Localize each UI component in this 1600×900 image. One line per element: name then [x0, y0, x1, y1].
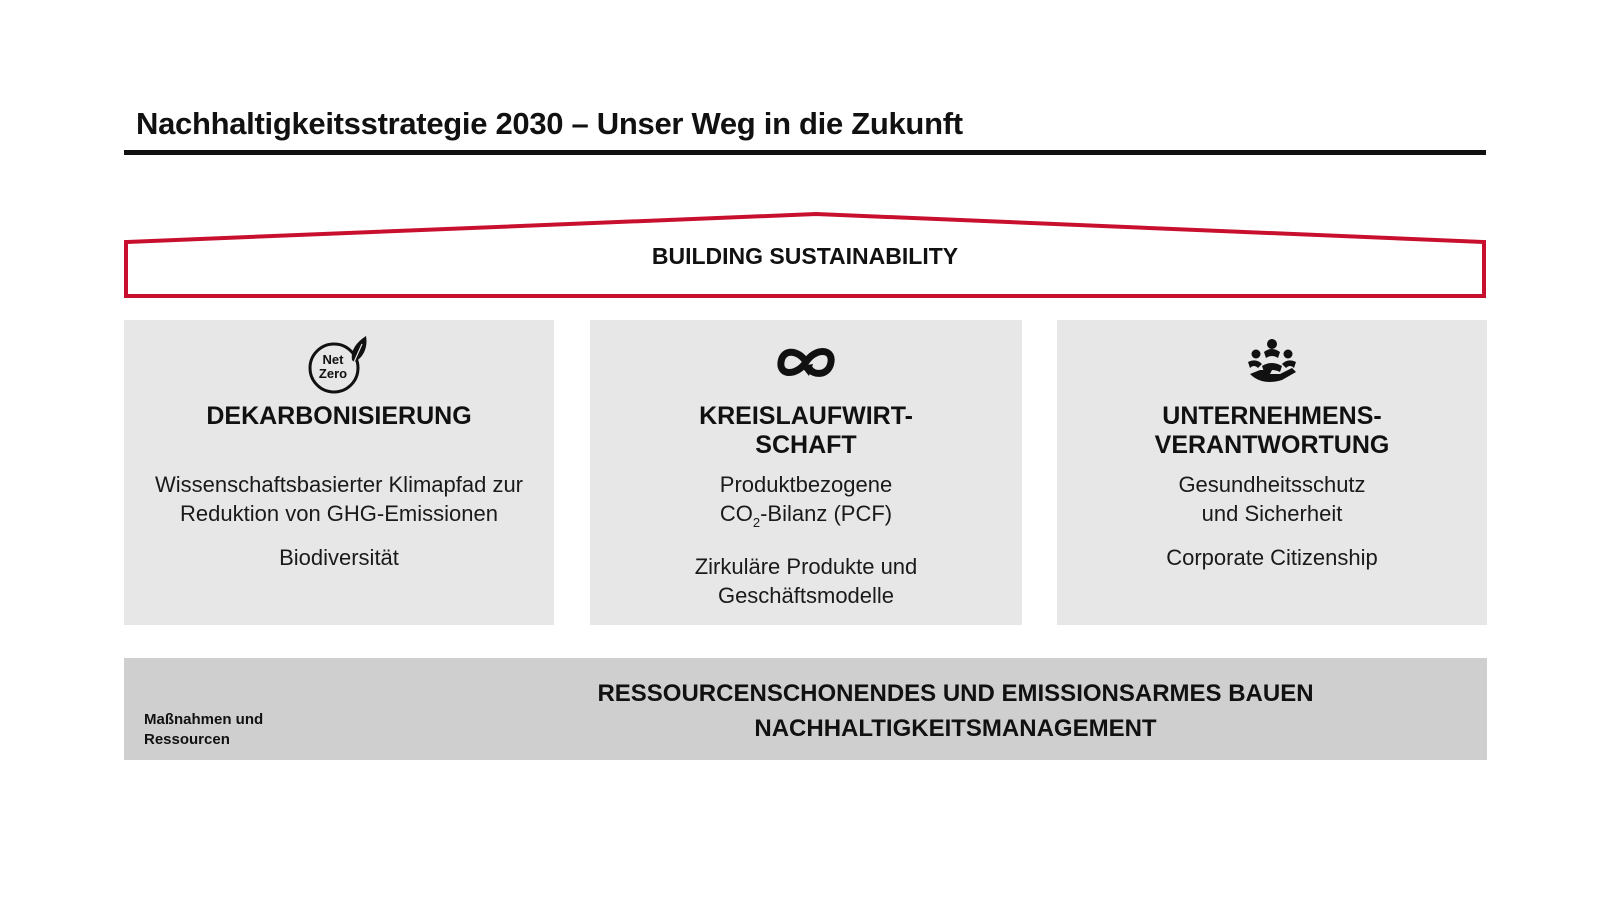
page-title: Nachhaltigkeitsstrategie 2030 – Unser We…: [136, 106, 963, 141]
pcf-line1: Produktbezogene: [719, 472, 893, 497]
pcf-rest: -Bilanz (PCF): [760, 501, 893, 526]
foundation-line: RESSOURCENSCHONENDES UND EMISSIONSARMES …: [597, 680, 1314, 707]
pillar-item: Corporate Citizenship: [1166, 545, 1378, 570]
pillar-item: Wissenschaftsbasierter Klimapfad zur Red…: [154, 472, 524, 526]
title-divider: [124, 150, 1486, 155]
roof-label: BUILDING SUSTAINABILITY: [651, 243, 959, 269]
co2-subscript: 2: [752, 515, 761, 530]
pillar-title: DEKARBONISIERUNG: [206, 402, 472, 430]
net-zero-icon-text-2: Zero: [319, 366, 347, 381]
pillar-unternehmensverantwortung: UNTERNEHMENS- VERANTWORTUNG Gesundheitss…: [1057, 320, 1487, 625]
foundation-label: Maßnahmen und Ressourcen: [144, 711, 264, 748]
pillar-item: Zirkuläre Produkte und Geschäftsmodelle: [694, 554, 918, 608]
pillar-dekarbonisierung: Net Zero DEKARBONISIERUNG Wissenschaftsb…: [124, 320, 554, 625]
pillar-title: KREISLAUFWIRT- SCHAFT: [699, 402, 913, 459]
pillar-item: Biodiversität: [279, 545, 399, 570]
circular-economy-icon: [771, 334, 841, 395]
foundation-bar: Maßnahmen und Ressourcen RESSOURCENSCHON…: [124, 658, 1487, 760]
roof-outline: [124, 211, 1486, 298]
people-hand-icon: [1242, 334, 1302, 395]
net-zero-icon: Net Zero: [304, 334, 374, 399]
net-zero-icon-text-1: Net: [323, 352, 345, 367]
pillar-title: UNTERNEHMENS- VERANTWORTUNG: [1154, 402, 1390, 459]
pillar-item: Gesundheitsschutz und Sicherheit: [1178, 472, 1366, 526]
foundation-line: NACHHALTIGKEITSMANAGEMENT: [754, 715, 1157, 742]
co2-text: CO: [719, 501, 753, 526]
